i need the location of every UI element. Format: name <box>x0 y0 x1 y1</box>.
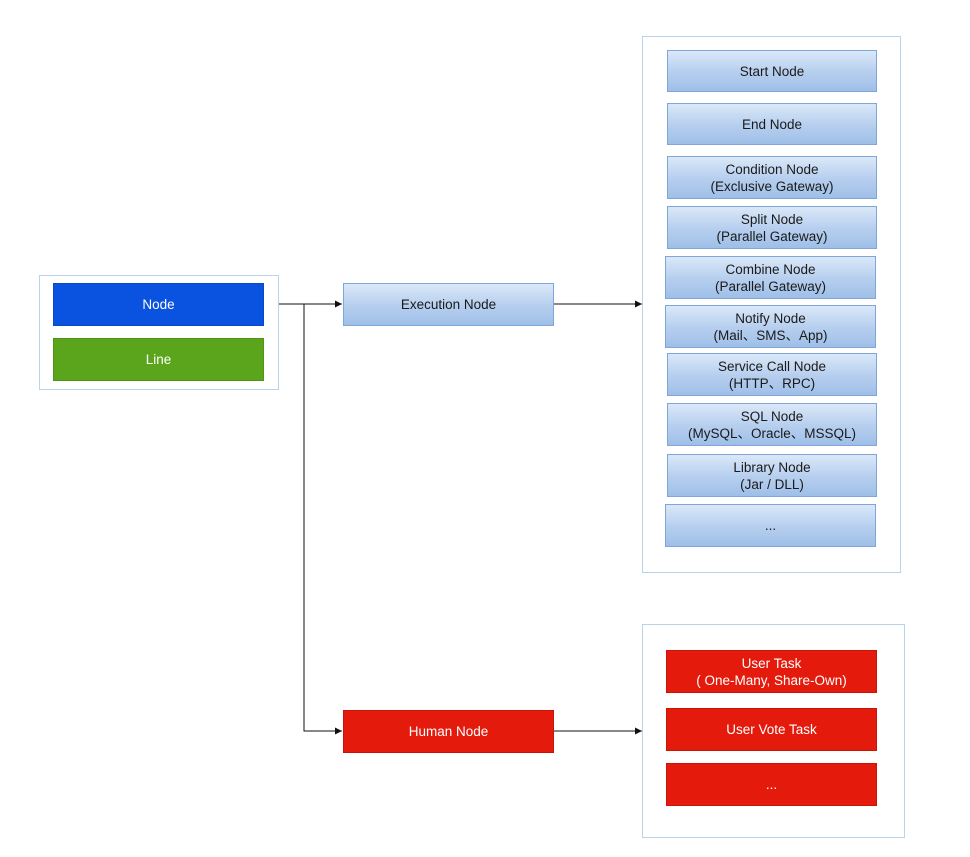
condition-node-subtitle: (Exclusive Gateway) <box>710 178 834 194</box>
service-call-node-title: Service Call Node <box>717 358 827 374</box>
user-task-title: User Task <box>741 655 802 671</box>
condition-node[interactable]: Condition Node (Exclusive Gateway) <box>667 156 877 199</box>
user-vote-task-label: User Vote Task <box>726 722 817 737</box>
execution-node-label: Execution Node <box>400 297 497 312</box>
human-node-label: Human Node <box>408 724 489 739</box>
end-node-label: End Node <box>741 116 803 132</box>
legend-node[interactable]: Node <box>53 283 264 326</box>
more-execution-nodes[interactable]: ... <box>665 504 876 547</box>
sql-node[interactable]: SQL Node (MySQL、Oracle、MSSQL) <box>667 403 877 446</box>
library-node-subtitle: (Jar / DLL) <box>740 476 804 492</box>
more-execution-nodes-label: ... <box>764 518 777 533</box>
legend-line-label: Line <box>145 352 172 367</box>
combine-node[interactable]: Combine Node (Parallel Gateway) <box>665 256 876 299</box>
notify-node-subtitle: (Mail、SMS、App) <box>713 327 828 343</box>
sql-node-title: SQL Node <box>740 408 804 424</box>
notify-node-title: Notify Node <box>735 310 806 326</box>
combine-node-title: Combine Node <box>725 261 816 277</box>
library-node[interactable]: Library Node (Jar / DLL) <box>667 454 877 497</box>
notify-node[interactable]: Notify Node (Mail、SMS、App) <box>665 305 876 348</box>
user-vote-task-node[interactable]: User Vote Task <box>666 708 877 751</box>
execution-node[interactable]: Execution Node <box>343 283 554 326</box>
combine-node-subtitle: (Parallel Gateway) <box>714 278 827 294</box>
condition-node-title: Condition Node <box>725 161 819 177</box>
connector-node-to-human <box>303 304 342 735</box>
more-human-nodes-label: ... <box>765 777 778 792</box>
service-call-node[interactable]: Service Call Node (HTTP、RPC) <box>667 353 877 396</box>
user-task-node[interactable]: User Task ( One-Many, Share-Own) <box>666 650 877 693</box>
more-human-nodes[interactable]: ... <box>666 763 877 806</box>
start-node-label: Start Node <box>739 63 805 79</box>
split-node-subtitle: (Parallel Gateway) <box>716 228 828 244</box>
split-node[interactable]: Split Node (Parallel Gateway) <box>667 206 877 249</box>
legend-line[interactable]: Line <box>53 338 264 381</box>
legend-node-label: Node <box>142 297 175 312</box>
human-node[interactable]: Human Node <box>343 710 554 753</box>
user-task-subtitle: ( One-Many, Share-Own) <box>696 672 847 688</box>
library-node-title: Library Node <box>733 459 811 475</box>
end-node[interactable]: End Node <box>667 103 877 145</box>
split-node-title: Split Node <box>740 211 804 227</box>
start-node[interactable]: Start Node <box>667 50 877 92</box>
sql-node-subtitle: (MySQL、Oracle、MSSQL) <box>687 425 857 441</box>
service-call-node-subtitle: (HTTP、RPC) <box>728 375 816 391</box>
